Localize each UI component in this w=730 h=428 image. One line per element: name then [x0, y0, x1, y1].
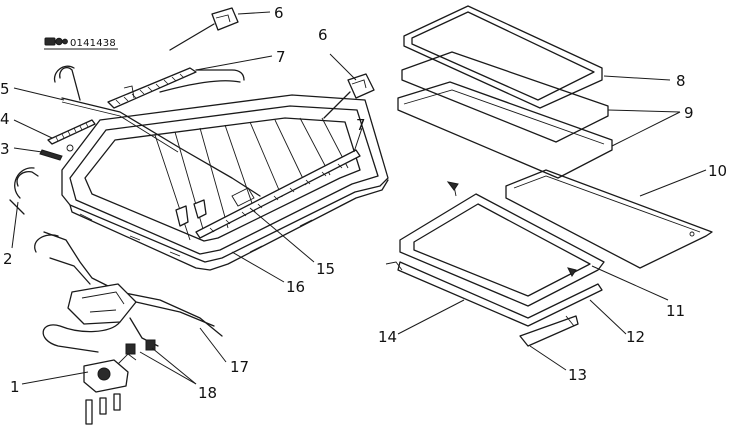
callout-4: 4 [0, 110, 10, 128]
callout-9: 9 [684, 104, 694, 122]
callout-14: 14 [378, 328, 397, 346]
callout-17: 17 [230, 358, 249, 376]
drain-hose-elbow [9, 167, 39, 215]
leader-lines [11, 11, 707, 385]
motor-harness [34, 231, 223, 425]
callout-8: 8 [676, 72, 686, 90]
small-brackets [123, 85, 255, 227]
callout-13: 13 [568, 366, 587, 384]
callout-15: 15 [316, 260, 335, 278]
callout-18: 18 [198, 384, 217, 402]
lower-trim [519, 315, 579, 347]
callout-7-lower: 7 [356, 116, 366, 134]
sunshade-panel [505, 169, 713, 269]
cable-upper [169, 7, 239, 51]
drive-cable [61, 97, 261, 197]
inner-frame [385, 181, 605, 307]
callout-1: 1 [10, 378, 20, 396]
camera-icon [44, 37, 68, 46]
spring [47, 119, 96, 152]
callout-5: 5 [0, 80, 10, 98]
callout-7-upper: 7 [276, 48, 286, 66]
callout-16: 16 [286, 278, 305, 296]
glass-seal [403, 5, 603, 109]
guide-rail-front [195, 149, 361, 239]
reference-badge: 0141438 [44, 37, 118, 50]
callout-6-upper: 6 [274, 4, 284, 22]
callout-2: 2 [3, 250, 13, 268]
sunroof-frame-assembly [53, 65, 389, 271]
callout-12: 12 [626, 328, 645, 346]
callout-3: 3 [0, 140, 10, 158]
clip [39, 149, 63, 161]
glass-panel-lower [397, 81, 613, 179]
reference-code: 0141438 [70, 38, 116, 49]
cable-right [323, 73, 375, 119]
guide-rail-rear [107, 67, 245, 109]
callout-10: 10 [708, 162, 727, 180]
callout-11: 11 [666, 302, 685, 320]
callout-6-right: 6 [318, 26, 328, 44]
glass-panel-upper [401, 51, 609, 143]
trim-strip [397, 261, 603, 327]
callouts: 1 2 3 4 5 6 6 7 7 8 9 10 11 12 13 14 15 … [0, 4, 727, 402]
